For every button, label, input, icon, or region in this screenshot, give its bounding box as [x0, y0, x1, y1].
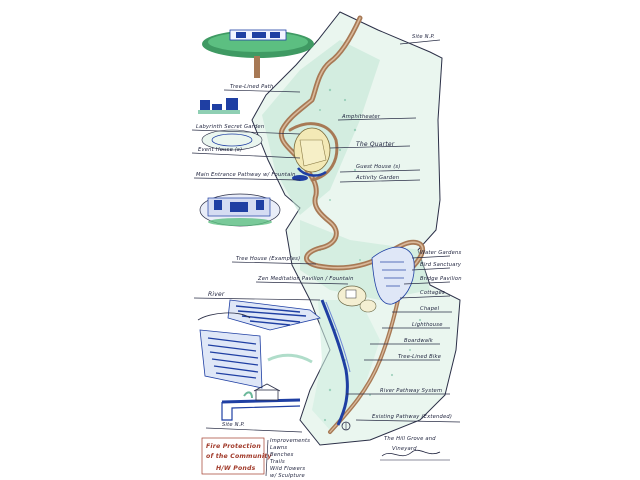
- tree-house-vignette: [202, 29, 314, 78]
- label-guest-house: Guest House (s): [356, 164, 401, 170]
- label-community: of the Community: [206, 452, 272, 460]
- label-ponds: H/W Ponds: [216, 465, 256, 472]
- label-right-2: Bird Sanctuary: [420, 262, 462, 268]
- pond-with-bridge: [221, 383, 301, 421]
- label-signature-2: Vineyard: [392, 446, 417, 452]
- label-labyrinth: Labyrinth Secret Garden: [196, 124, 264, 130]
- label-the-quarter: The Quarter: [356, 141, 395, 148]
- signature-mark: [380, 449, 450, 461]
- label-right-7: Boardwalk: [404, 338, 434, 344]
- label-right-3: Bridge Pavilion: [420, 276, 462, 282]
- fountain-vignette: [199, 193, 281, 227]
- pavilion-cluster: [337, 285, 377, 313]
- label-lawns: Lawns: [270, 445, 287, 451]
- label-right-4: Cottages: [420, 290, 445, 296]
- river: [320, 299, 351, 426]
- label-signature-1: The Hill Grove and: [384, 436, 436, 442]
- label-amphitheater: Amphitheater: [341, 114, 381, 120]
- label-sculpture: w/ Sculpture: [270, 473, 305, 479]
- label-trails: Trails: [270, 459, 285, 465]
- label-tree-house: Tree House (Examples): [236, 256, 300, 262]
- note-box: [201, 437, 269, 477]
- label-fire-protection: Fire Protection: [206, 442, 261, 450]
- label-main-entrance: Main Entrance Pathway w/ Fountain: [196, 172, 296, 178]
- label-pavilion: Zen Meditation Pavilion / Fountain: [257, 276, 354, 282]
- label-benches: Benches: [270, 452, 294, 458]
- labyrinth-vignette: [201, 129, 263, 151]
- central-garden-cluster: [292, 127, 331, 181]
- ponds-left: [197, 299, 321, 389]
- label-right-6: Lighthouse: [412, 322, 443, 328]
- label-site-np-top: Site N.P.: [412, 34, 435, 40]
- compass-icon: [341, 421, 351, 431]
- label-tree-lined-bike: Tree-Lined Bike: [398, 354, 441, 360]
- label-right-5: Chapel: [420, 306, 440, 312]
- site-boundary: [251, 11, 461, 446]
- label-site-np-bottom: Site N.P.: [222, 422, 245, 428]
- label-wild-flowers: Wild Flowers: [270, 466, 305, 472]
- label-activity-garden: Activity Garden: [355, 175, 399, 181]
- label-tree-lined-path: Tree-Lined Path: [230, 84, 274, 90]
- label-existing-path: Existing Pathway (Extended): [372, 414, 452, 420]
- water-gardens: [371, 246, 415, 305]
- label-water-gardens: Water Gardens: [420, 250, 462, 256]
- label-river: River: [208, 291, 225, 298]
- label-river-path: River Pathway System: [380, 388, 442, 394]
- structure-icons: [198, 98, 240, 114]
- leader-lines: [191, 39, 461, 433]
- label-improvements: Improvements: [270, 438, 310, 444]
- label-event-house: Event House (s): [198, 147, 242, 153]
- labels: Site N.P. Tree-Lined Path Amphitheater L…: [196, 34, 462, 479]
